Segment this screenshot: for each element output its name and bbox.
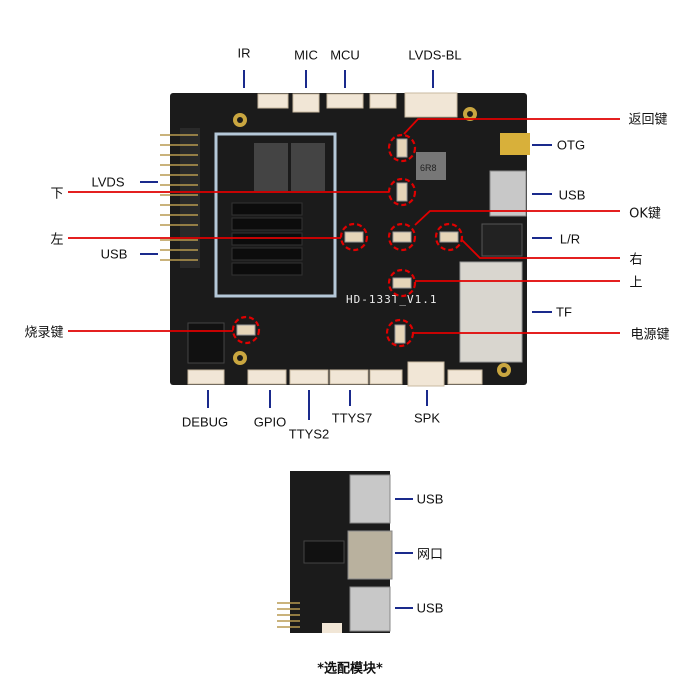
memory-chip [291,143,325,191]
label-lvds-bl: LVDS-BL [408,47,462,63]
blue-label-ticks [140,70,552,609]
label-ok-key: OK键 [629,206,661,222]
label-ttys7: TTYS7 [331,410,373,426]
label-lr: L/R [559,231,581,247]
label-gpio: GPIO [253,414,287,430]
tf-card-slot [459,261,523,363]
label-mic: MIC [294,47,318,63]
board-buttons [236,138,459,344]
label-burn-key: 烧录键 [24,325,64,341]
module-label-usb-bottom: USB [416,600,444,616]
inductor [416,152,446,180]
label-spk: SPK [413,410,441,426]
label-down-key: 下 [50,186,64,202]
debug-chip [187,322,225,364]
audio-jack [481,223,523,257]
label-mcu: MCU [330,47,360,63]
label-up-key: 上 [629,275,643,291]
main-board: 6R8 [160,92,530,387]
label-usb-right: USB [558,187,586,203]
label-back-key: 返回键 [628,112,668,128]
label-ir: IR [237,45,251,61]
inductor-mark: 6R8 [420,163,437,173]
label-ttys2: TTYS2 [288,426,330,442]
module-label-usb-top: USB [416,491,444,507]
red-pointer-lines [68,118,620,334]
board-silkscreen: HD-133T_V1.1 [346,293,437,306]
lvds-pin-header [160,128,200,268]
top-connectors [257,92,458,118]
label-usb-left: USB [100,246,128,262]
bottom-connectors [187,361,483,387]
core-module-outline [214,132,337,298]
label-power-key: 电源键 [630,327,670,343]
optional-module-caption: *选配模块* [317,661,383,677]
optional-module-board [277,471,393,633]
label-debug: DEBUG [181,414,229,430]
label-otg: OTG [556,137,586,153]
otg-port [500,133,530,155]
label-tf: TF [556,304,572,320]
label-right-key: 右 [629,252,643,268]
module-label-ethernet: 网口 [416,547,444,563]
memory-chip [254,143,288,191]
label-lvds: LVDS [91,174,125,190]
usb-port [489,170,527,217]
heatsink [231,202,303,276]
label-left-key: 左 [50,232,64,248]
